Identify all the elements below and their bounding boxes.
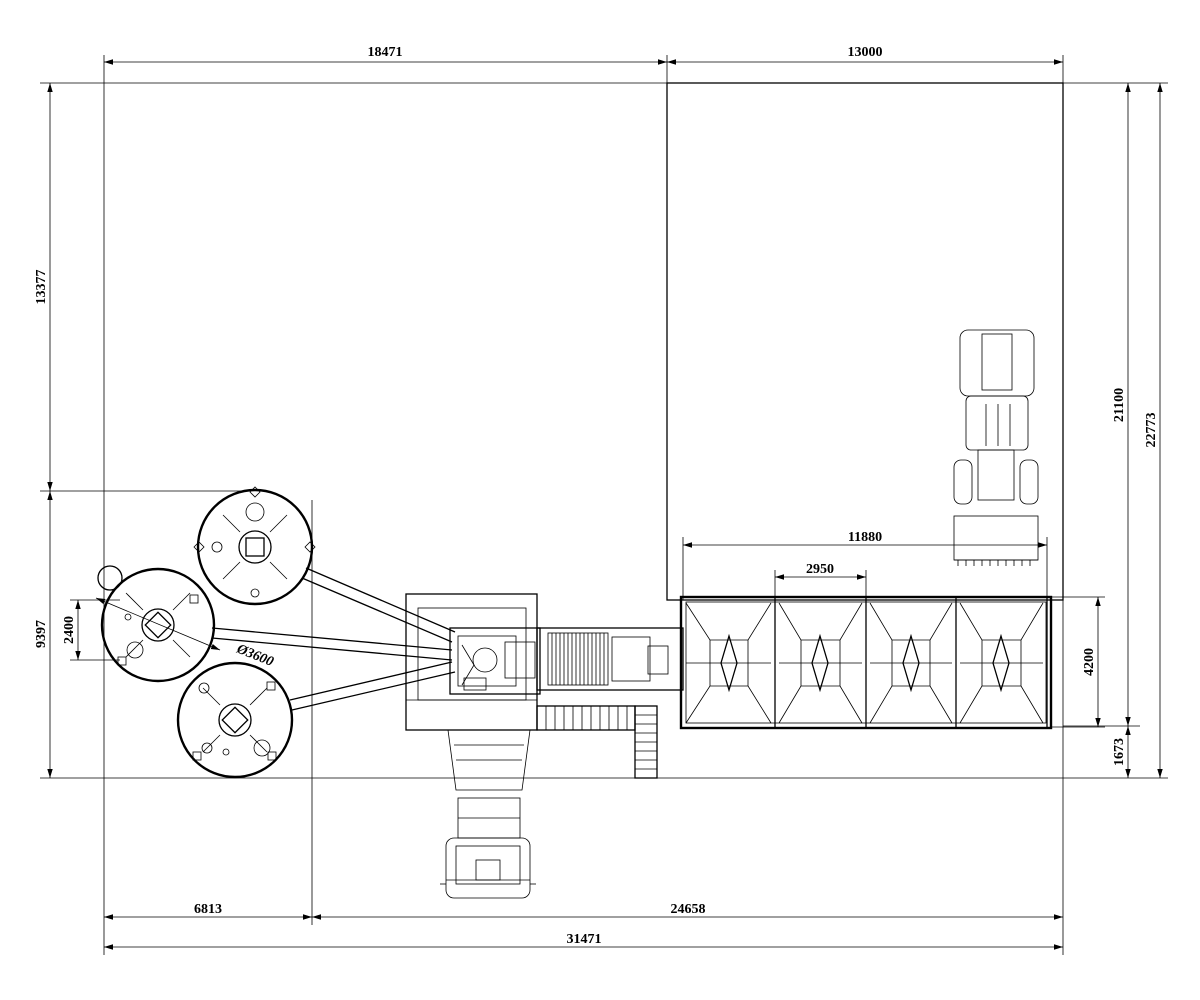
dim-right-outer: 22773 — [1144, 413, 1159, 448]
dimension-lines — [47, 59, 1163, 950]
dim-bottom-left: 6813 — [194, 902, 222, 917]
belt-conveyor — [536, 627, 684, 691]
cement-silo-bottom — [176, 661, 294, 779]
dim-top-left: 18471 — [368, 45, 403, 60]
wheel-loader — [953, 329, 1039, 566]
hopper-bin-1 — [685, 602, 772, 724]
dim-hopper-module: 2950 — [806, 562, 834, 577]
dim-bottom-total: 31471 — [567, 932, 602, 947]
dim-line-silo-diameter — [95, 597, 221, 651]
mixer-truck — [440, 729, 536, 899]
screw-conveyors — [211, 567, 456, 711]
aggregate-yard-outline — [666, 82, 1064, 601]
hopper-bin-2 — [778, 602, 863, 724]
dim-bottom-mid: 24658 — [671, 902, 706, 917]
extension-lines — [40, 55, 1168, 955]
cement-silo-left — [97, 565, 216, 683]
cement-silo-top — [193, 486, 316, 606]
dim-left-lower: 9397 — [34, 620, 49, 648]
hopper-bin-4 — [959, 602, 1044, 724]
dim-bin-width: 4200 — [1082, 648, 1097, 676]
dim-top-right: 13000 — [848, 45, 883, 60]
dim-right-inner: 21100 — [1112, 388, 1127, 422]
dim-silo-spacing: 2400 — [62, 616, 77, 644]
mixing-tower — [405, 593, 541, 731]
dim-left-upper: 13377 — [34, 270, 49, 305]
hopper-bin-3 — [869, 602, 953, 724]
dim-right-bottom: 1673 — [1112, 738, 1127, 766]
dim-hopper-length: 11880 — [848, 530, 882, 545]
aggregate-hoppers — [679, 595, 1053, 730]
walkway-stairs — [536, 705, 658, 779]
